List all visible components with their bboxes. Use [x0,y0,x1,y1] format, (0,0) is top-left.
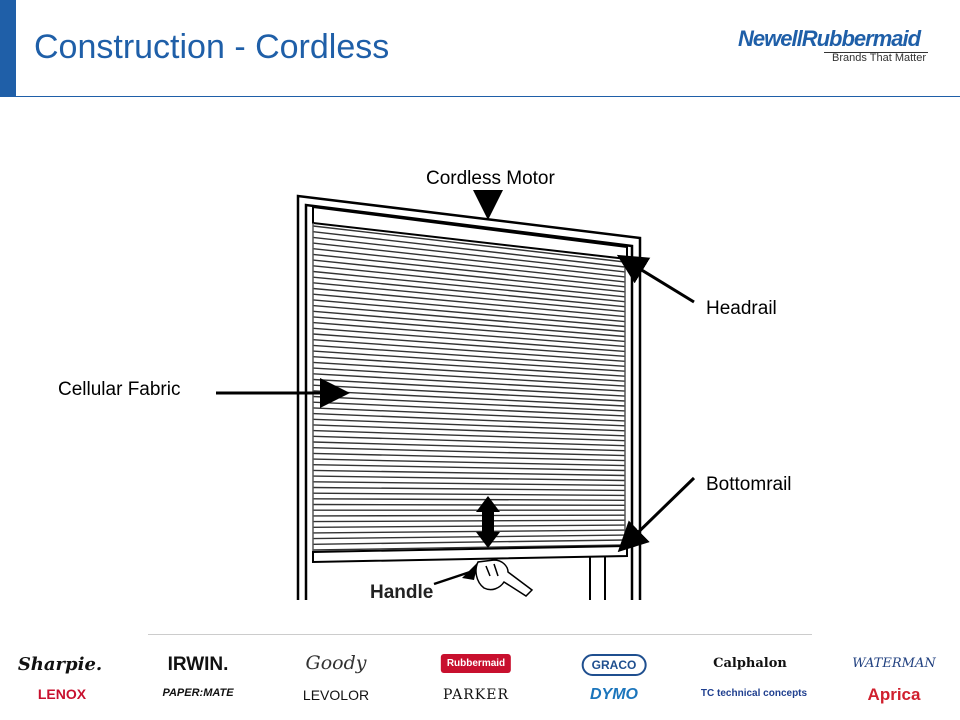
fabric-pleat [312,350,626,372]
brand-graco: GRACO [581,654,647,676]
fabric-pleat [312,498,626,501]
bottomrail-arrow [617,476,696,553]
fabric-pleat [312,316,626,343]
fabric-pleat [312,333,626,357]
fabric-pleat [312,458,626,467]
fabric-pleat [312,270,626,303]
fabric-pleat [312,327,626,353]
brand-calphalon: Calphalon [713,656,787,671]
fabric-pleat [312,265,626,298]
brand-waterman: WATERMAN [852,656,936,671]
callout-cordless-motor: Cordless Motor [426,168,555,189]
fabric-pleat [312,464,626,472]
fabric-pleat [312,287,626,318]
fabric-pleat [312,299,626,328]
logo-tagline: Brands That Matter [832,52,926,64]
logo-wordmark: NewellRubbermaid [738,26,921,51]
lower-window [589,556,606,600]
fabric-pleat [312,514,626,517]
brand-lenox: LENOX [37,686,87,702]
fabric-pleat [312,441,626,452]
fabric-pleat [312,384,626,402]
handle-label: Handle [370,582,433,603]
brand-parker: PARKER [442,687,510,703]
fabric-edges [312,223,626,556]
fabric-pleat [312,390,626,407]
brand-sharpie: Sharpie. [17,654,103,675]
footer-divider [148,634,812,635]
fabric-pleat [312,321,626,348]
fabric-pleat [312,486,626,492]
up-down-arrow-icon [476,496,500,548]
brand-rubbermaid: Rubbermaid [440,654,512,673]
headrail-arrow [616,254,695,304]
window-frame [296,194,642,600]
brand-dymo: DYMO [590,686,638,703]
fabric-pleat [312,293,626,323]
fabric-pleat [312,418,626,432]
fabric-pleat [312,539,626,545]
fabric-pleat [312,492,626,497]
title-accent-bar [0,0,16,97]
brand-papermate: PAPER:MATE [162,687,234,699]
fabric-pleat [312,407,626,422]
fabric-pleat [312,378,626,397]
brand-levolor: LEVOLOR [302,687,370,703]
fabric-pleat [312,282,626,313]
fabric-pleat [312,225,626,263]
fabric-pleat [312,310,626,338]
fabric-pleat [312,373,626,392]
fabric-pleat [312,475,626,482]
callout-cellular-fabric: Cellular Fabric [58,379,181,400]
fabric-pleat [312,544,626,551]
slide-title: Construction - Cordless [34,28,390,66]
fabric-pleat [312,339,626,362]
logo-underline [824,52,928,53]
fabric-pleat [312,524,626,528]
cellular-fabric [312,225,626,551]
fabric-pleat [312,304,626,333]
fabric-pleat [312,242,626,278]
fabric-pleat [312,253,626,288]
fabric-pleat [312,529,626,534]
bottomrail [312,544,628,564]
handle-pointer [433,562,478,586]
fabric-pleat [312,481,626,487]
headrail [312,205,628,261]
fabric-pleat [312,534,626,540]
fabric-pleat [312,367,626,387]
brand-goody: Goody [305,652,367,674]
fabric-pleat [312,469,626,477]
callout-bottomrail: Bottomrail [706,474,792,495]
hand-icon [475,559,534,597]
fabric-pleat [312,231,626,268]
fabric-pleat [312,248,626,283]
brand-technical-concepts: TC technical concepts [700,688,808,699]
brand-aprica: Aprica [867,685,921,704]
fabric-pleat [312,519,626,523]
fabric-pleat [312,424,626,437]
fabric-pleat [312,452,626,462]
newell-rubbermaid-logo: NewellRubbermaid Brands That Matter [738,28,928,68]
fabric-pleat [312,395,626,412]
brand-logos: Sharpie. IRWIN. Goody Rubbermaid GRACO C… [0,650,960,712]
fabric-pleat [312,361,626,382]
brand-irwin: IRWIN. [167,654,229,675]
fabric-pleat [312,447,626,457]
fabric-pleat [312,435,626,447]
fabric-pleat [312,356,626,377]
fabric-pleat [312,276,626,308]
fabric-pleat [312,503,626,506]
fabric-pleat [312,412,626,427]
fabric-pleat [312,236,626,273]
fabric-pleat [312,429,626,442]
fabric-pleat [312,259,626,293]
callout-headrail: Headrail [706,298,777,319]
fabric-pleat [312,344,626,367]
header-divider [16,96,960,97]
fabric-pleat [312,401,626,417]
